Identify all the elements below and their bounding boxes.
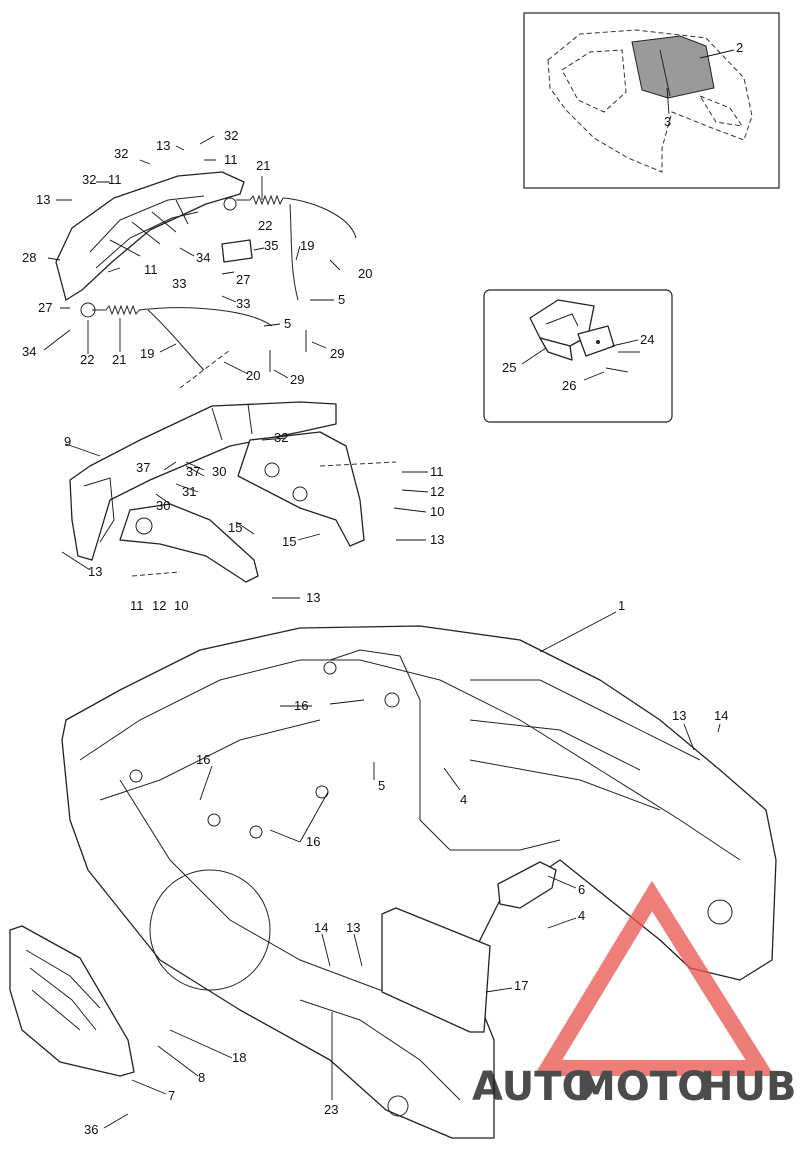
watermark-brand-hub: HUB (700, 1064, 796, 1110)
callout-11a: 11 (224, 152, 238, 167)
callout-32b: 32 (114, 146, 128, 161)
callout-19a: 19 (300, 238, 314, 253)
callout-20a: 20 (358, 266, 372, 281)
bumper-assembly: 13 32 32 11 32 11 13 21 22 35 19 20 28 1… (22, 128, 372, 389)
callout-13e: 13 (306, 590, 320, 605)
callout-34b: 34 (22, 344, 36, 359)
bracket-6 (497, 861, 557, 909)
callout-10a: 10 (430, 504, 444, 519)
rear-bumper-assembly: 9 32 37 37 30 31 30 11 12 10 15 15 13 13… (61, 401, 444, 613)
opening-18 (149, 869, 271, 991)
panel-17 (381, 907, 491, 1033)
callout-13b: 13 (36, 192, 50, 207)
callout-36: 36 (84, 1122, 98, 1137)
callout-22b: 22 (80, 352, 94, 367)
callout-8: 8 (198, 1070, 205, 1085)
callout-32c: 32 (82, 172, 96, 187)
callout-15a: 15 (228, 520, 242, 535)
callout-23: 23 (324, 1102, 338, 1117)
callout-33b: 33 (236, 296, 250, 311)
callout-11e: 11 (130, 598, 144, 613)
watermark-brand-auto: AUTO (472, 1064, 596, 1110)
callout-19b: 19 (140, 346, 154, 361)
support-15-right (237, 431, 365, 547)
side-panel-7 (9, 925, 135, 1077)
watermark-logo: AUTO MOTO HUB (472, 880, 796, 1110)
callout-13c: 13 (430, 532, 444, 547)
bumper-28 (55, 171, 245, 301)
bumper-9 (69, 401, 337, 561)
callout-21a: 21 (256, 158, 270, 173)
callout-12b: 12 (152, 598, 166, 613)
callout-29b: 29 (290, 372, 304, 387)
callout-15b: 15 (282, 534, 296, 549)
callout-13g: 13 (346, 920, 360, 935)
callout-11b: 11 (108, 172, 122, 187)
inset-frame-2 (483, 289, 673, 423)
callout-31: 31 (182, 484, 196, 499)
callout-32d: 32 (274, 430, 288, 445)
callout-25: 25 (502, 360, 516, 375)
callout-13d: 13 (88, 564, 102, 579)
callout-37b: 37 (186, 464, 200, 479)
callout-11d: 11 (430, 464, 444, 479)
callout-16b: 16 (196, 752, 210, 767)
callout-26: 26 (562, 378, 576, 393)
watermark-triangle-icon (533, 880, 775, 1076)
callout-2: 2 (736, 40, 743, 55)
callout-21b: 21 (112, 352, 126, 367)
inset-hood: 2 3 (523, 12, 780, 189)
callout-37a: 37 (136, 460, 150, 475)
callout-3: 3 (664, 114, 671, 129)
callout-16c: 16 (306, 834, 320, 849)
support-15-left (119, 503, 259, 583)
callout-27a: 27 (236, 272, 250, 287)
callout-20b: 20 (246, 368, 260, 383)
callout-13a: 13 (156, 138, 170, 153)
callout-17: 17 (514, 978, 528, 993)
callout-5b: 5 (284, 316, 291, 331)
callout-30b: 30 (156, 498, 170, 513)
inset-frame (523, 12, 780, 189)
callout-24: 24 (640, 332, 654, 347)
callout-4b: 4 (578, 908, 585, 923)
callout-34a: 34 (196, 250, 210, 265)
callout-1: 1 (618, 598, 625, 613)
hood-panel-shaded (631, 35, 715, 99)
inset-bracket: 24 25 26 (483, 289, 673, 423)
callout-14a: 14 (714, 708, 728, 723)
callout-30a: 30 (212, 464, 226, 479)
callout-32a: 32 (224, 128, 238, 143)
callout-5c: 5 (378, 778, 385, 793)
callout-14b: 14 (314, 920, 328, 935)
callout-4a: 4 (460, 792, 467, 807)
callout-35: 35 (264, 238, 278, 253)
callout-13f: 13 (672, 708, 686, 723)
callout-9: 9 (64, 434, 71, 449)
callout-7: 7 (168, 1088, 175, 1103)
callout-12a: 12 (430, 484, 444, 499)
callout-16a: 16 (294, 698, 308, 713)
callout-10b: 10 (174, 598, 188, 613)
belly-pan-1: 1 16 13 14 16 5 4 16 6 4 14 13 17 18 8 7… (9, 598, 777, 1139)
callout-18: 18 (232, 1050, 246, 1065)
callout-6: 6 (578, 882, 585, 897)
callout-5a: 5 (338, 292, 345, 307)
callout-27b: 27 (38, 300, 52, 315)
callout-11c: 11 (144, 262, 158, 277)
callout-29a: 29 (330, 346, 344, 361)
watermark-brand-moto: MOTO (576, 1064, 711, 1110)
callout-22a: 22 (258, 218, 272, 233)
callout-28: 28 (22, 250, 36, 265)
callout-33a: 33 (172, 276, 186, 291)
